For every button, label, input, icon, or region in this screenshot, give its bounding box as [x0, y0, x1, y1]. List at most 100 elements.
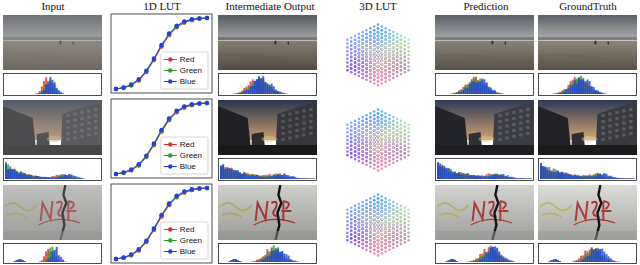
lut-node [369, 57, 372, 60]
histogram-bar [262, 177, 264, 179]
lut-node [388, 56, 391, 59]
histogram-bar [300, 178, 302, 180]
histogram-bar [561, 90, 563, 94]
histogram-bar [616, 178, 618, 179]
histogram-bar [285, 175, 287, 179]
histogram-bar [473, 77, 475, 94]
lut-node [361, 69, 364, 72]
histogram-bar [47, 81, 49, 94]
lut-node [365, 37, 368, 40]
lut-node [369, 120, 372, 123]
lut-point [197, 16, 201, 20]
window [622, 128, 625, 131]
lut-node [388, 145, 391, 148]
photo [435, 15, 534, 71]
histogram-bar [597, 173, 599, 179]
lut-point [190, 18, 194, 22]
lut-node [358, 122, 361, 125]
lut-node [373, 33, 376, 36]
lut-node [388, 63, 391, 66]
histogram-bar [500, 93, 502, 95]
lut-node [350, 59, 353, 62]
lut-node [392, 73, 395, 76]
lut-node [354, 65, 357, 68]
histogram-bar [311, 178, 313, 179]
lut-node [365, 75, 368, 78]
histogram-bar [448, 169, 450, 179]
histogram-bar [231, 169, 233, 179]
lut-node [354, 61, 357, 64]
lut-node [350, 40, 353, 43]
lut-node [381, 52, 384, 55]
lut-node [369, 65, 372, 68]
histogram-bar [298, 178, 300, 180]
lut-node [354, 123, 357, 126]
lut-node [396, 71, 399, 74]
histogram-bar [273, 86, 275, 94]
histogram-bar [570, 81, 572, 94]
histogram-bar [264, 177, 266, 179]
lut-point [114, 172, 118, 176]
lut-node [400, 61, 403, 64]
lut-node [392, 139, 395, 142]
histogram-bar [269, 177, 271, 179]
lut-node [358, 63, 361, 66]
lut-node [365, 52, 368, 55]
lut-node [377, 131, 380, 134]
histogram-bar [618, 178, 620, 180]
lut-node [388, 59, 391, 62]
histogram-bar [224, 169, 226, 179]
lut-point [137, 163, 141, 167]
histogram-bar [584, 176, 586, 179]
lut-node [384, 38, 387, 41]
legend-sample [168, 68, 172, 72]
lut-node [377, 124, 380, 127]
lut-node [392, 54, 395, 57]
lut-node [381, 67, 384, 70]
lut-node [354, 50, 357, 53]
histogram-bar [239, 93, 241, 95]
histogram-bar [563, 92, 565, 94]
histogram-bar [567, 89, 569, 94]
lut-node [384, 54, 387, 57]
histogram-bar [496, 93, 498, 95]
lut-node [354, 42, 357, 45]
histogram-bar [563, 175, 565, 179]
lut-node [354, 123, 357, 126]
lut-node [369, 135, 372, 138]
lut-node [354, 135, 357, 138]
lut-node [350, 71, 353, 74]
histogram-bar [576, 176, 578, 179]
figure [72, 41, 74, 44]
lut-node [354, 54, 357, 57]
window [288, 131, 291, 134]
lut-node [373, 48, 376, 51]
lut-node [361, 39, 364, 42]
lut-node [377, 116, 380, 119]
lut-node [350, 67, 353, 70]
histogram-bar [505, 176, 507, 179]
histogram-bar [13, 169, 15, 179]
lut-node [392, 42, 395, 45]
histogram-bar [239, 92, 241, 94]
lut-node [384, 42, 387, 45]
lut-node [377, 135, 380, 138]
lut-point [205, 16, 209, 20]
histogram-bar [542, 166, 544, 179]
lut-node [384, 54, 387, 57]
window [526, 114, 529, 117]
lut-node [358, 44, 361, 47]
lut-node [369, 116, 372, 119]
lut-node [384, 135, 387, 138]
lut-node [361, 35, 364, 38]
histogram-bar [477, 176, 479, 179]
window [66, 126, 69, 129]
lut-node [384, 69, 387, 72]
lut-node [400, 42, 403, 45]
histogram-bar [505, 177, 507, 179]
histogram-bar [30, 175, 32, 179]
lut-node [404, 71, 407, 74]
lut-node [392, 50, 395, 53]
histogram-bar [620, 178, 622, 180]
lut-node [381, 37, 384, 40]
